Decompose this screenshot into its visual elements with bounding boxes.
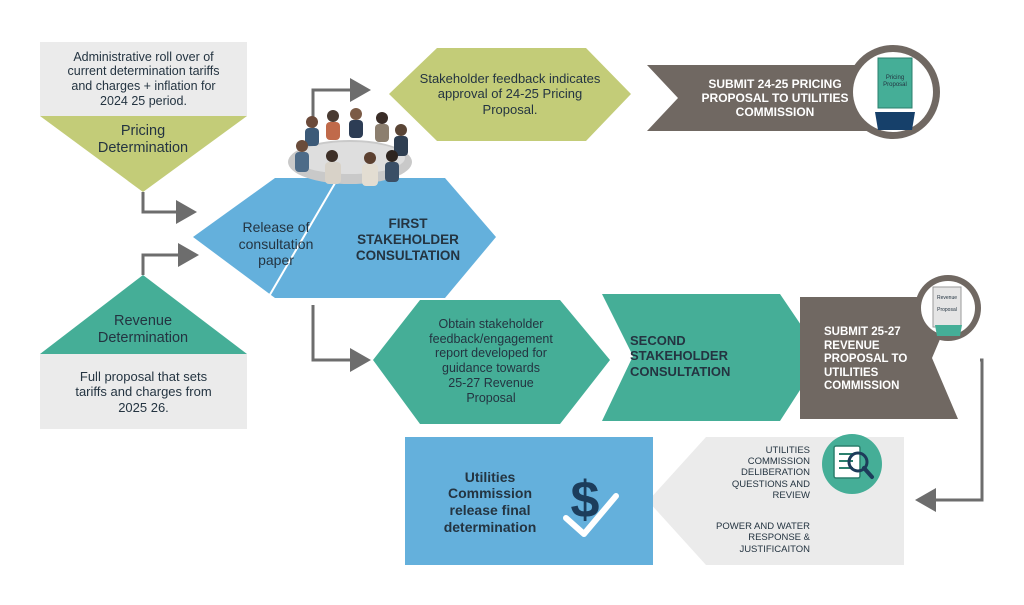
checkmark-icon [563,493,619,537]
meeting-people-illustration [288,108,412,186]
revenue-document-text: Revenue Proposal [936,295,957,313]
pricing-description-box [40,42,247,116]
pricing-determination-triangle [40,116,247,192]
submit-revenue-label: SUBMIT 25-27 REVENUE PROPOSAL TO UTILITI… [824,326,908,393]
revenue-determination-triangle [40,275,247,354]
magnifier-icon [847,451,869,473]
obtain-feedback-label: Obtain stakeholder feedback/engagement r… [429,316,553,405]
magnifier-handle [862,466,874,479]
stakeholder-feedback-hexagon [389,48,631,141]
arrow-to-review [915,358,984,512]
obtain-feedback-hexagon [373,300,610,424]
arrow-revenue-to-consultation [141,243,199,275]
pricing-document-text: Pricing Proposal [883,74,907,88]
consultation-divider [267,177,339,299]
pricing-proposal-document-icon [877,57,913,109]
hand-icon [875,112,915,130]
submit-revenue-chevron [800,297,958,419]
revenue-description: Full proposal that sets tariffs and char… [75,369,212,415]
pricing-description: Administrative roll over of current dete… [67,49,220,108]
pricing-determination-label: Pricing Determination [97,122,189,156]
revenue-description-box [40,354,247,429]
first-consultation-hexagon [193,178,496,298]
deliberation-label: UTILITIES COMMISSION DELIBERATION QUESTI… [731,444,810,501]
submit-pricing-chevron [647,65,888,131]
stakeholder-feedback-label: Stakeholder feedback indicates approval … [419,71,601,117]
final-determination-label: Utilities Commission release final deter… [443,468,537,535]
second-consultation-label: SECOND STAKEHOLDER CONSULTATION [630,333,731,379]
arrow-pricing-to-consultation [141,192,197,224]
release-consultation-paper-label: Release of consultation paper [238,219,314,269]
first-consultation-label: FIRST STAKEHOLDER CONSULTATION [355,216,461,263]
revenue-determination-label: Revenue Determination [97,312,189,346]
submit-pricing-label: SUBMIT 24-25 PRICING PROPOSAL TO UTILITI… [701,76,849,120]
arrow-to-obtain-feedback [311,305,371,372]
second-consultation-chevron [602,294,822,421]
hand-icon-small [935,325,962,336]
response-label: POWER AND WATER RESPONSE & JUSTIFICAITON [716,521,810,555]
